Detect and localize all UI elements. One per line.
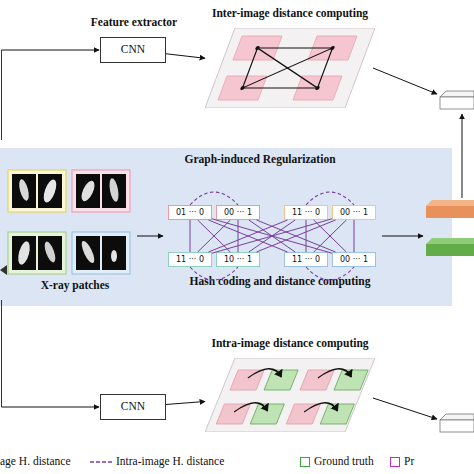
image-cell (233, 36, 282, 60)
hash-node: 11 ··· 0 (284, 252, 328, 267)
output-bar (440, 414, 474, 420)
inter-distance-line (257, 220, 336, 252)
plane-node: Intra-image distance computing (205, 358, 375, 432)
image-cell (218, 76, 267, 100)
legend-swatch (300, 457, 310, 467)
node-heading: X-ray patches (10, 279, 140, 292)
output-bar (426, 200, 474, 206)
intra-distance-arc (306, 267, 354, 280)
hash-node: 00 ··· 1 (332, 252, 376, 267)
inter-distance-line (354, 220, 355, 252)
flow-arrow (166, 401, 205, 404)
node-label: 00 ··· 1 (333, 255, 375, 264)
flow-arrow (137, 236, 163, 237)
plane-shape (205, 28, 375, 108)
node-heading: Feature extractor (76, 16, 192, 29)
intra-distance-arc (306, 192, 354, 205)
output-arrow (373, 398, 437, 419)
intra-distance-arc (190, 267, 238, 280)
output-bar (440, 420, 474, 432)
hash-node: 00 ··· 1 (216, 205, 260, 220)
legend-text: Intra-image H. distance (116, 456, 224, 468)
hash-node: 01 ··· 0 (168, 205, 212, 220)
inter-distance-line (190, 220, 191, 252)
node-heading: Graph-induced Regularization (130, 153, 390, 166)
node-label: 11 ··· 0 (285, 255, 327, 264)
image-cell (293, 76, 342, 100)
plane-outline (205, 28, 375, 108)
xray-group (72, 232, 130, 274)
inter-distance-line (209, 220, 288, 252)
node-heading: Inter-image distance computing (205, 7, 375, 20)
legend-text: age H. distance (0, 456, 71, 468)
hash-node: 10 ··· 1 (216, 252, 260, 267)
flow-arrow (166, 54, 205, 58)
hash-node: 00 ··· 1 (332, 205, 376, 220)
output-bar (426, 206, 474, 218)
node-label: 00 ··· 1 (217, 208, 259, 217)
inter-distance-line (306, 220, 307, 252)
plane-outline (205, 358, 375, 432)
xray-group (8, 232, 66, 274)
legend-swatch (390, 457, 400, 467)
node-label: 00 ··· 1 (333, 208, 375, 217)
intra-distance-arc (190, 192, 238, 205)
inter-distance-line (212, 219, 332, 253)
inter-distance-line (314, 220, 347, 252)
node-label: 10 ··· 1 (217, 255, 259, 264)
inter-distance-line (314, 220, 347, 252)
cnn-node: Feature extractorCNN (100, 37, 166, 63)
xray-group (8, 170, 66, 212)
flow-arrow (382, 236, 423, 237)
input-wire (1, 50, 2, 140)
inter-distance-line (249, 220, 295, 252)
output-bar (440, 91, 474, 97)
graph-vertex (240, 46, 336, 90)
output-arrow (373, 68, 437, 94)
hash-node: 11 ··· 0 (284, 205, 328, 220)
inter-distance-line (198, 220, 231, 252)
curved-arrow (234, 369, 355, 412)
intra-image-grid (216, 369, 368, 424)
plane-node: Inter-image distance computing (205, 28, 375, 108)
inter-distance-line (198, 220, 231, 252)
legend-text: Pr (404, 456, 414, 468)
inter-distance-line (257, 220, 336, 252)
input-arrow (2, 407, 100, 408)
inter-distance-line (238, 220, 239, 252)
node-heading: Hash coding and distance computing (150, 275, 410, 288)
band-node: Graph-induced RegularizationX-ray patche… (0, 148, 452, 306)
output-bar (440, 97, 474, 109)
arrow-head (0, 265, 7, 275)
node-label: 01 ··· 0 (169, 208, 211, 217)
node-heading: Intra-image distance computing (205, 337, 375, 350)
image-cell (308, 36, 357, 60)
inter-distance-line (212, 219, 332, 253)
output-bar (426, 238, 474, 244)
legend-line-sample (90, 461, 112, 462)
node-label: 11 ··· 0 (285, 208, 327, 217)
inter-image-grid (218, 36, 357, 100)
output-bar (426, 244, 474, 256)
inter-distance-line (209, 220, 288, 252)
plane-shape (205, 358, 375, 432)
inter-distance-line (249, 220, 295, 252)
node-label: CNN (101, 400, 165, 413)
distance-graph (243, 48, 333, 88)
node-label: CNN (101, 43, 165, 56)
input-arrow (2, 50, 100, 51)
cnn-node: CNN (100, 394, 166, 420)
xray-group (72, 170, 130, 212)
legend-text: Ground truth (314, 456, 374, 468)
hash-node: 11 ··· 0 (168, 252, 212, 267)
node-label: 11 ··· 0 (169, 255, 211, 264)
up-arrow (462, 114, 463, 198)
input-wire (1, 300, 2, 407)
